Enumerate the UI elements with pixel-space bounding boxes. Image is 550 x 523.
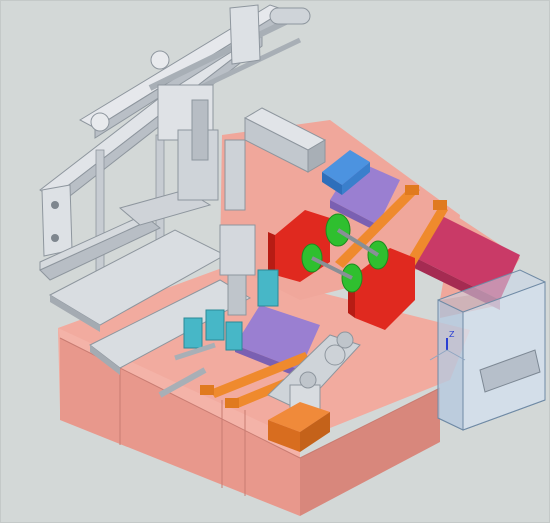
green-wheels [301,213,389,293]
coordinate-axis-triad: Z [429,330,466,361]
cyan-blocks [183,269,279,351]
gantry-frame [39,4,311,301]
blue-motor-block [322,150,370,195]
pneumatic-cylinder [243,107,327,173]
vertical-slide-assembly [90,50,256,316]
orange-block [268,402,330,452]
axis-label-z: Z [449,330,455,339]
transparent-bin [437,269,546,431]
